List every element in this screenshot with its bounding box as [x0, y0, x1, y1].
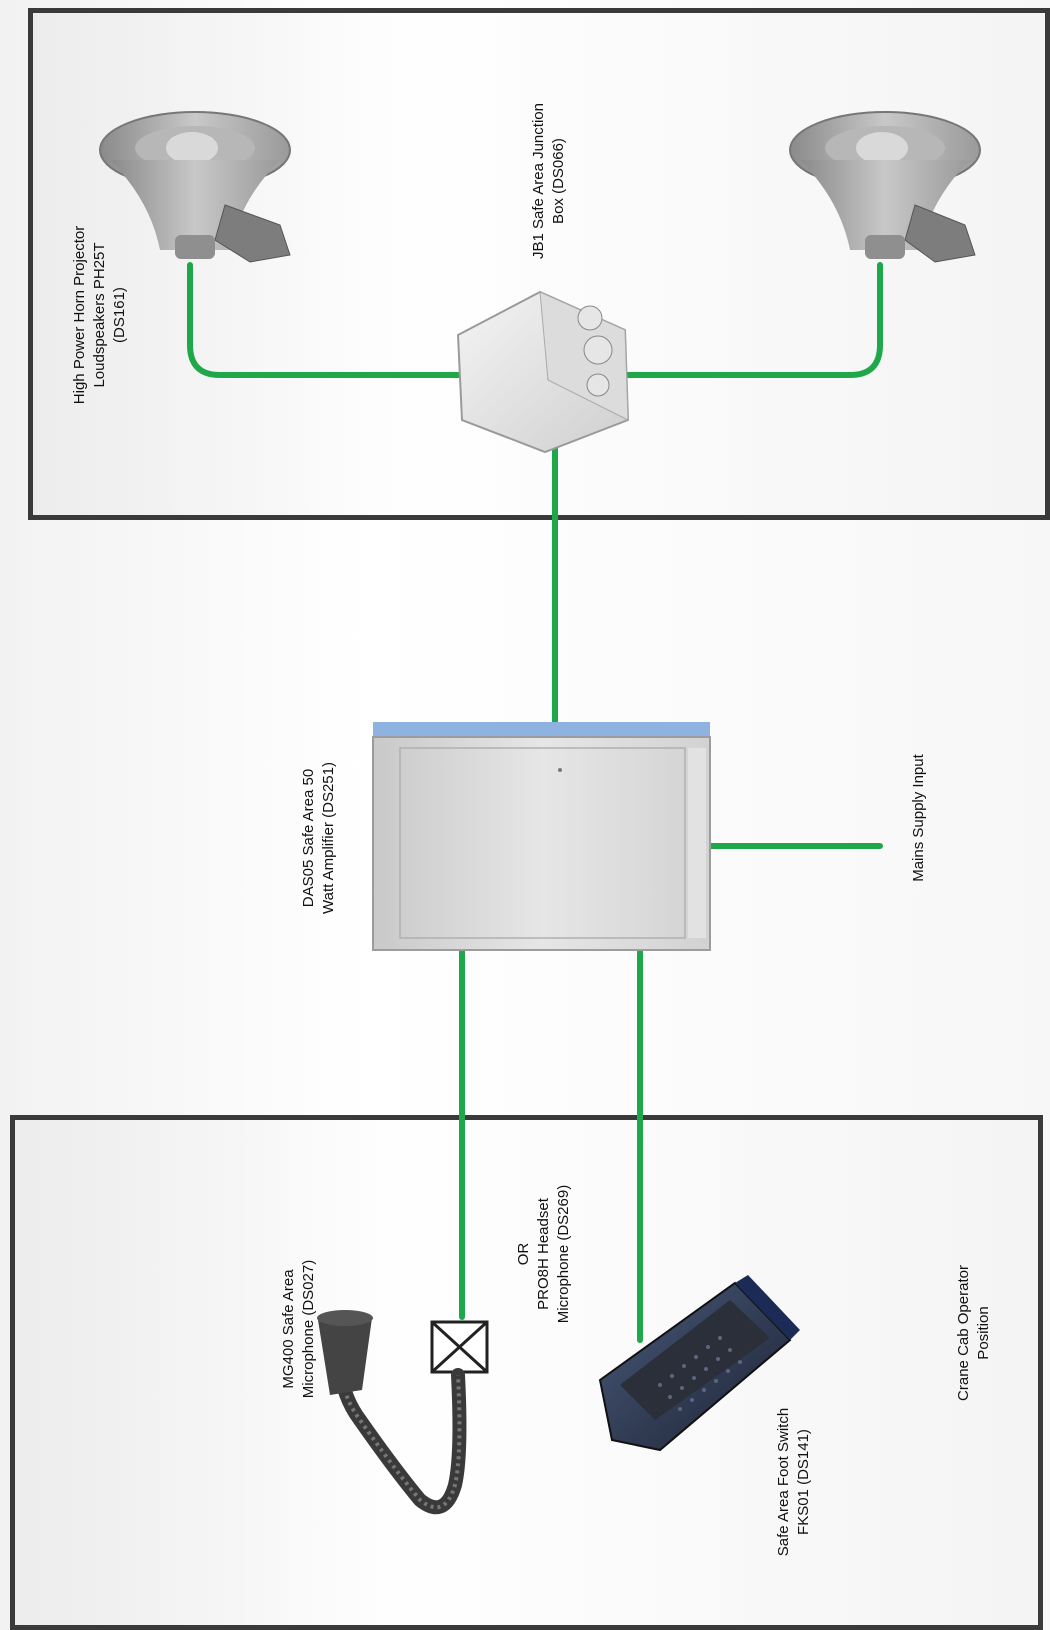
junction-box-icon	[458, 292, 628, 452]
wire-left-speaker-to-junction	[190, 265, 460, 375]
horn-loudspeaker-icon	[790, 112, 980, 262]
mains-supply-label: Mains Supply Input	[909, 738, 931, 898]
speaker-left-label: High Power Horn Projector Loudspeakers P…	[70, 200, 130, 430]
wire-right-speaker-to-junction	[620, 265, 880, 375]
crane-cab-label: Crane Cab Operator Position	[954, 1248, 996, 1418]
junction-box-label: JB1 Safe Area Junction Box (DS066)	[529, 81, 571, 281]
amplifier-label: DAS05 Safe Area 50 Watt Amplifier (DS251…	[299, 738, 341, 938]
headset-label: OR PRO8H Headset Microphone (DS269)	[514, 1169, 576, 1339]
amplifier-icon	[373, 722, 710, 950]
microphone-label: MG400 Safe Area Microphone (DS027)	[279, 1244, 321, 1414]
crossed-box-connector-icon	[432, 1322, 487, 1372]
foot-switch-icon	[600, 1275, 800, 1450]
foot-switch-label: Safe Area Foot Switch FKS01 (DS141)	[774, 1397, 816, 1567]
